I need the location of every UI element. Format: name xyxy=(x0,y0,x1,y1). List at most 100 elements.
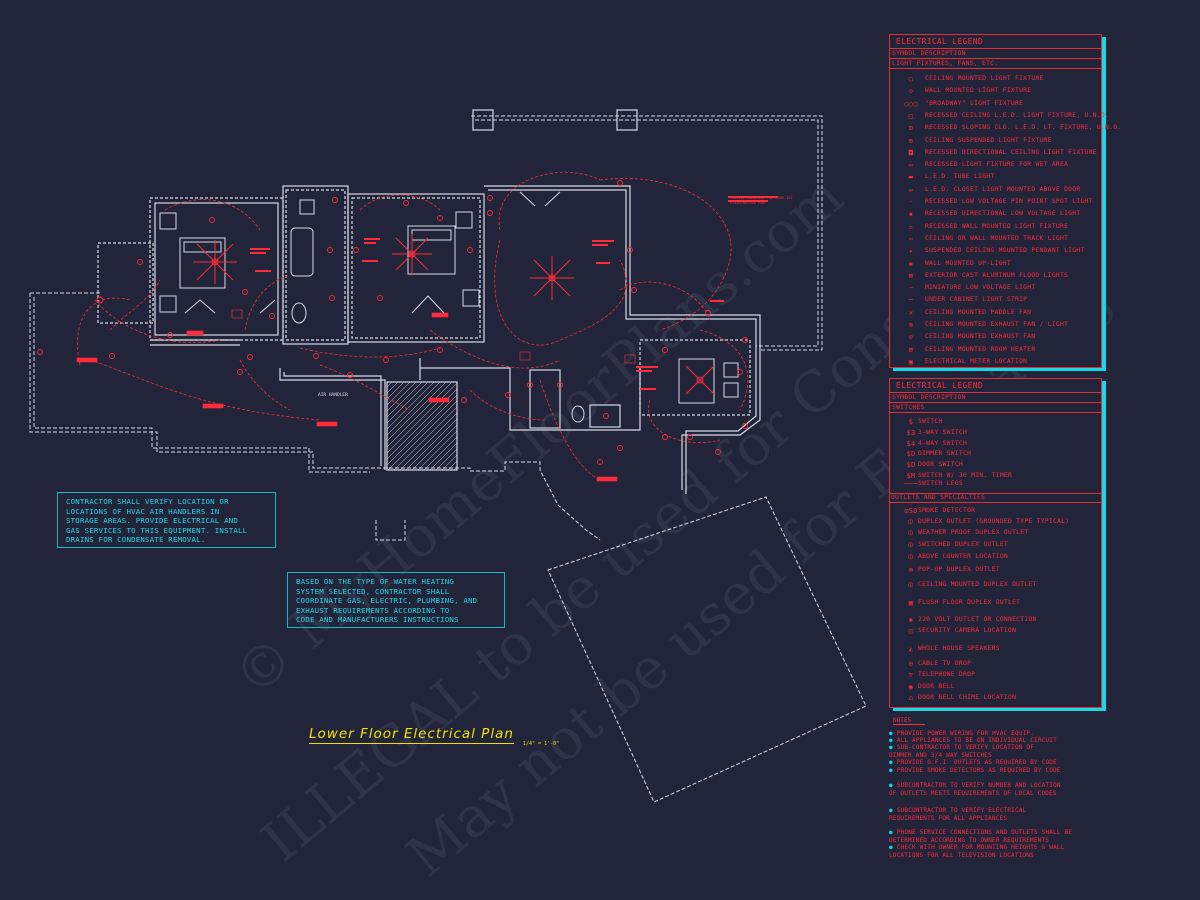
legend-title: ELECTRICAL LEGEND xyxy=(890,379,1101,393)
legend-item: ⊕CEILING SUSPENDED LIGHT FIXTURE xyxy=(890,136,1101,146)
note-text: PROVIDE G.F.I. OUTLETS AS REQUIRED BY CO… xyxy=(896,759,1057,766)
legend-symbol-icon: ▬ xyxy=(908,173,914,182)
legend-item: ⊘ CEILING MOUNTED EXHAUST FAN xyxy=(890,332,1101,342)
legend-item: ◯CEILING MOUNTED LIGHT FIXTURE xyxy=(890,74,1101,84)
legend-symbol-description: SYMBOL DESCRIPTION xyxy=(890,49,1101,59)
legend-symbol-icon: $M xyxy=(906,472,916,480)
legend-item-label: TELEPHONE DROP xyxy=(918,671,976,679)
callout-handrail: PROVIDE HANDRAIL FOR DOOR 1ST STAIR/REPA… xyxy=(730,196,793,205)
legend-item: ───SWITCH LEGS xyxy=(890,479,1101,489)
legend-symbol-icon: ▦ xyxy=(908,598,914,607)
note-text: ALL APPLIANCES TO BE ON INDIVIDUAL CIRCU… xyxy=(896,737,1057,744)
electrical-panels xyxy=(76,309,636,482)
legend-item-label: WALL MOUNTED LIGHT FIXTURE xyxy=(925,87,1032,95)
bullet-icon: ● xyxy=(889,782,893,789)
legend-symbol-icon: ◉ xyxy=(908,682,914,691)
interior-walls xyxy=(97,109,761,494)
note-item: ●ALL APPLIANCES TO BE ON INDIVIDUAL CIRC… xyxy=(889,737,1057,745)
legend-item-label: POP-UP DUPLEX OUTLET xyxy=(918,565,1000,573)
legend-item-label: ABOVE COUNTER LOCATION xyxy=(918,552,1009,560)
legend-item-label: WEATHER PROOF DUPLEX OUTLET xyxy=(918,529,1029,537)
legend-item-label: EXTERIOR CAST ALUMINUM FLOOD LIGHTS xyxy=(925,271,1069,279)
legend-item-label: RECESSED CEILING L.E.D. LIGHT FIXTURE, U… xyxy=(925,111,1110,119)
legend-symbol-icon: $ xyxy=(908,418,914,426)
note-text: PROVIDE SMOKE DETECTORS AS REQUIRED BY C… xyxy=(896,767,1061,774)
legend-symbol-icon: ⊞ xyxy=(908,345,914,354)
note-text: SUBCONTRACTOR TO VERIFY ELECTRICAL REQUI… xyxy=(889,807,1027,822)
legend-item-label: SWITCH xyxy=(918,418,943,425)
legend-item-label: DOOR BELL CHIME LOCATION xyxy=(918,693,1017,701)
note-text: SUB-CONTRACTOR TO VERIFY LOCATION OF DIM… xyxy=(889,744,1035,759)
legend-symbol-icon: $3 xyxy=(906,428,916,437)
legend-symbol-icon: ⊡SD xyxy=(904,507,918,515)
legend-symbol-icon: ◯ xyxy=(908,75,914,83)
legend-item-label: CEILING SUSPENDED LIGHT FIXTURE xyxy=(925,136,1052,144)
legend-item-label: "BROADWAY" LIGHT FIXTURE xyxy=(925,99,1024,107)
legend-item: ▦ FLUSH FLOOR DUPLEX OUTLET xyxy=(890,598,1101,608)
legend-item: ▪RECESSED DIRECTIONAL LOW VOLTAGE LIGHT xyxy=(890,209,1101,219)
legend-symbol-icon: ⊗ xyxy=(908,321,914,329)
note-item: ●PHONE SERVICE CONNECTIONS AND OUTLETS S… xyxy=(889,829,1072,844)
callout-marks xyxy=(250,196,778,390)
legend-item: ○○○"BROADWAY" LIGHT FIXTURE xyxy=(890,99,1101,109)
legend-item: ◘ RECESSED DIRECTIONAL CEILING LIGHT FIXT… xyxy=(890,148,1101,158)
bullet-icon: ● xyxy=(889,737,893,744)
legend-item-label: RECESSED DIRECTIONAL LOW VOLTAGE LIGHT xyxy=(925,210,1081,218)
legend-item-label: DIMMER SWITCH xyxy=(918,450,972,458)
legend-switches: ELECTRICAL LEGEND SYMBOL DESCRIPTION SWI… xyxy=(889,378,1102,708)
legend-item-label: DUPLEX OUTLET (GROUNDED TYPE TYPICAL) xyxy=(918,518,1070,526)
legend-item: ▭L.E.D. CLOSET LIGHT MOUNTED ABOVE DOOR xyxy=(890,185,1101,195)
legend-lights: ELECTRICAL LEGEND SYMBOL DESCRIPTION LIG… xyxy=(889,34,1121,368)
legend-symbol-icon: ▫ xyxy=(908,222,914,231)
bullet-icon: ● xyxy=(889,844,893,851)
legend-item: ▽TELEPHONE DROP xyxy=(890,670,1101,680)
legend-item: ·RECESSED LOW VOLTAGE PIN POINT SPOT LIG… xyxy=(890,197,1101,207)
legend-item: □RECESSED CEILING L.E.D. LIGHT FIXTURE, … xyxy=(890,111,1109,121)
legend-symbol-icon: ⋯ xyxy=(908,234,914,243)
legend-symbol-icon: ◇ xyxy=(908,87,914,96)
legend-item: ✱220 VOLT OUTLET OR CONNECTION xyxy=(890,615,1101,625)
legend-item-label: FLUSH FLOOR DUPLEX OUTLET xyxy=(918,598,1021,606)
legend-symbol-icon: ✦ xyxy=(908,247,914,256)
outlet-symbols xyxy=(37,180,748,465)
legend-item: ⊗ CEILING MOUNTED EXHAUST FAN / LIGHT xyxy=(890,320,1101,330)
legend-symbol-icon: ◭ xyxy=(908,645,914,654)
legend-item-label: RECESSED LIGHT FIXTURE FOR WET AREA xyxy=(925,161,1069,169)
legend-symbol-icon: ⦶ xyxy=(908,580,914,589)
note-text: PROVIDE POWER WIRING FOR HVAC EQUIP. xyxy=(896,730,1035,737)
legend-item-label: RECESSED LOW VOLTAGE PIN POINT SPOT LIGH… xyxy=(925,198,1093,205)
legend-item-label: WHOLE HOUSE SPEAKERS xyxy=(918,645,1000,653)
legend-item: ⊖CABLE TV DROP xyxy=(890,659,1101,669)
paddle-fans xyxy=(193,234,715,395)
legend-item-label: SMOKE DETECTOR xyxy=(918,507,976,514)
legend-item-label: CEILING MOUNTED EXHAUST FAN xyxy=(925,333,1036,341)
legend-item: ◫SECURITY CAMERA LOCATION xyxy=(890,626,1101,636)
legend-symbol-icon: ▭ xyxy=(908,185,914,194)
legend-item-label: CEILING OR WALL MOUNTED TRACK LIGHT xyxy=(925,234,1069,242)
legend-item-label: MINIATURE LOW VOLTAGE LIGHT xyxy=(925,284,1036,292)
legend-section-switches: SWITCHES xyxy=(890,403,1101,413)
legend-symbol-icon: ◘ xyxy=(908,148,914,157)
legend-symbol-icon: ─ xyxy=(908,296,914,305)
legend-symbol-icon: $D xyxy=(906,461,916,470)
legend-item-label: DOOR BELL xyxy=(918,682,955,690)
room-label-air-handler: AIR HANDLER xyxy=(318,393,348,398)
legend-symbol-icon: ⊘ xyxy=(908,333,914,342)
note-item: ●SUBCONTRACTOR TO VERIFY ELECTRICAL REQU… xyxy=(889,807,1026,822)
legend-symbol-description: SYMBOL DESCRIPTION xyxy=(890,393,1101,403)
legend-symbol-icon: ▣ xyxy=(908,357,914,366)
legend-item: ✦ SUSPENDED CEILING MOUNTED PENDANT LIGHT xyxy=(890,246,1101,256)
legend-item-label: L.E.D. TUBE LIGHT xyxy=(925,173,995,181)
note-text: CHECK WITH OWNER FOR MOUNTING HEIGHTS & … xyxy=(889,844,1065,859)
legend-item: ⦶ABOVE COUNTER LOCATION xyxy=(890,552,1101,562)
bullet-icon: ● xyxy=(889,807,893,814)
legend-item-label: SUSPENDED CEILING MOUNTED PENDANT LIGHT xyxy=(925,247,1085,255)
bullet-icon: ● xyxy=(889,730,893,737)
legend-item-label: RECESSED DIRECTIONAL CEILING LIGHT FIXTU… xyxy=(925,148,1097,156)
legend-item-label: CEILING MOUNTED EXHAUST FAN / LIGHT xyxy=(925,321,1069,328)
legend-item-label: SWITCHED DUPLEX OUTLET xyxy=(918,540,1009,548)
note-item: ●CHECK WITH OWNER FOR MOUNTING HEIGHTS &… xyxy=(889,844,1065,859)
legend-symbol-icon: ⦶ xyxy=(908,529,914,538)
